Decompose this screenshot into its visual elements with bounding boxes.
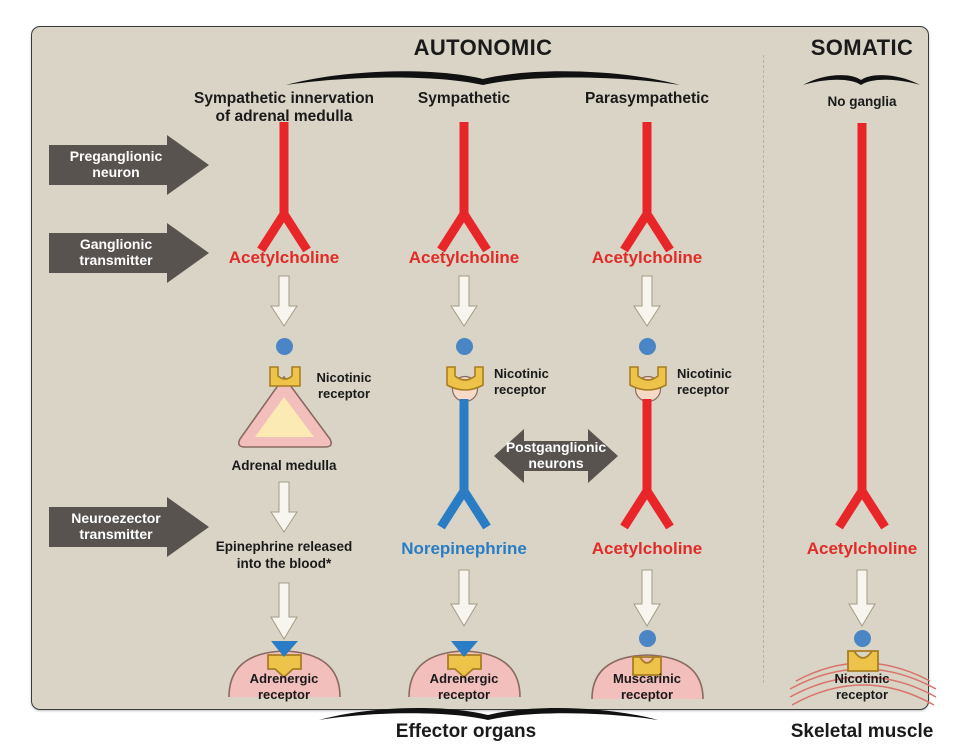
row-label-line2: transmitter [79, 526, 153, 542]
target-receptor-parasympathetic-line2: receptor [620, 687, 674, 702]
row-label-neuroeffector-transmitter: Neuroezector transmitter [49, 497, 209, 557]
column-title-somatic: No ganglia [827, 94, 897, 109]
neuroeffector-somatic: Acetylcholine [806, 539, 918, 558]
target-receptor-sympathetic-line2: receptor [437, 687, 491, 702]
row-label-line1: Preganglionic [69, 148, 163, 165]
ganglion-sympathetic [446, 366, 484, 403]
row-label-line2: transmitter [79, 252, 153, 268]
row-label-line2: neuron [92, 164, 140, 180]
brace-effector-organs [319, 707, 658, 720]
bottom-label-skeletal-muscle: Skeletal muscle [790, 721, 934, 742]
somatic-motor-neuron [835, 123, 889, 530]
white-arrow-adrenal-target [270, 582, 298, 640]
section-divider [763, 55, 764, 683]
ganglionic-transmitter-sympathetic: Acetylcholine [408, 248, 520, 267]
nicotinic-receptor-adrenal [269, 366, 301, 387]
organ-label-adrenal: Adrenal medulla [231, 458, 337, 473]
gray-arrow-shape [49, 135, 209, 195]
column-title-adrenal-line1: Sympathetic innervation [193, 90, 375, 107]
white-arrow-parasympathetic-target [633, 569, 661, 627]
white-arrow-somatic-target [848, 569, 876, 627]
adrenal-medulla-shape [238, 375, 332, 448]
header-autonomic: AUTONOMIC [413, 35, 553, 60]
target-receptor-somatic-line1: Nicotinic [834, 671, 890, 686]
white-arrow-parasympathetic-ganglionic [633, 275, 661, 327]
ganglion-parasympathetic [629, 366, 667, 403]
target-receptor-adrenal-line1: Adrenergic [249, 671, 319, 686]
header-somatic: SOMATIC [810, 35, 914, 60]
gray-arrow-shape [49, 223, 209, 283]
ganglionic-transmitter-adrenal: Acetylcholine [228, 248, 340, 267]
column-title-sympathetic: Sympathetic [417, 90, 511, 107]
preganglionic-neuron-parasympathetic [620, 122, 674, 253]
row-label-ganglionic-transmitter: Ganglionic transmitter [49, 223, 209, 283]
postganglionic-neuron-sympathetic [437, 399, 491, 530]
ganglionic-transmitter-parasympathetic: Acetylcholine [591, 248, 703, 267]
receptor-label-parasympathetic-line2: receptor [677, 382, 730, 397]
white-arrow-sympathetic-ganglionic [450, 275, 478, 327]
white-arrow-adrenal-ganglionic [270, 275, 298, 327]
effector-organ-adrenal [228, 641, 341, 698]
vesicle-parasympathetic [639, 338, 656, 355]
white-arrow-adrenal-output [270, 481, 298, 533]
postganglionic-label-line2: neurons [528, 455, 584, 471]
postganglionic-neurons-arrow: Postganglionic neurons [494, 427, 618, 485]
brace-autonomic [286, 71, 680, 85]
double-arrow-shape [494, 429, 618, 483]
gray-arrow-shape [49, 497, 209, 557]
brace-somatic [803, 75, 920, 85]
target-receptor-parasympathetic-line1: Muscarinic [613, 671, 681, 686]
receptor-label-parasympathetic-line1: Nicotinic [677, 366, 732, 381]
postganglionic-label-line1: Postganglionic [505, 439, 607, 456]
row-label-preganglionic-neuron: Preganglionic neuron [49, 135, 209, 195]
preganglionic-neuron-adrenal [257, 122, 311, 253]
row-label-line1: Neuroezector [71, 510, 161, 527]
neuroeffector-adrenal-line2: into the blood* [236, 556, 332, 571]
receptor-label-sympathetic-line1: Nicotinic [494, 366, 549, 381]
target-receptor-adrenal-line2: receptor [257, 687, 311, 702]
neuroeffector-sympathetic: Norepinephrine [401, 539, 527, 558]
vesicle-somatic [854, 630, 871, 647]
receptor-label-adrenal-line2: receptor [317, 386, 371, 401]
postganglionic-neuron-parasympathetic [620, 399, 674, 530]
receptor-label-sympathetic-line2: receptor [494, 382, 547, 397]
skeletal-muscle-striations [789, 650, 937, 706]
preganglionic-neuron-sympathetic [437, 122, 491, 253]
effector-organ-parasympathetic [591, 654, 704, 700]
column-title-parasympathetic: Parasympathetic [584, 90, 710, 107]
bottom-label-effector-organs: Effector organs [395, 721, 537, 742]
vesicle-sympathetic [456, 338, 473, 355]
target-receptor-somatic-line2: receptor [835, 687, 889, 702]
target-receptor-sympathetic-line1: Adrenergic [429, 671, 499, 686]
receptor-label-adrenal-line1: Nicotinic [316, 370, 372, 385]
neuroeffector-parasympathetic: Acetylcholine [591, 539, 703, 558]
neuroeffector-adrenal-line1: Epinephrine released [215, 539, 353, 554]
white-arrow-sympathetic-target [450, 569, 478, 627]
effector-organ-sympathetic [408, 641, 521, 698]
column-title-adrenal-line2: of adrenal medulla [215, 108, 353, 125]
row-label-line1: Ganglionic [79, 236, 153, 253]
vesicle-parasympathetic-target [639, 630, 656, 647]
diagram-frame: AUTONOMIC SOMATIC Preganglionic neuron [31, 26, 937, 742]
vesicle-adrenal [276, 338, 293, 355]
